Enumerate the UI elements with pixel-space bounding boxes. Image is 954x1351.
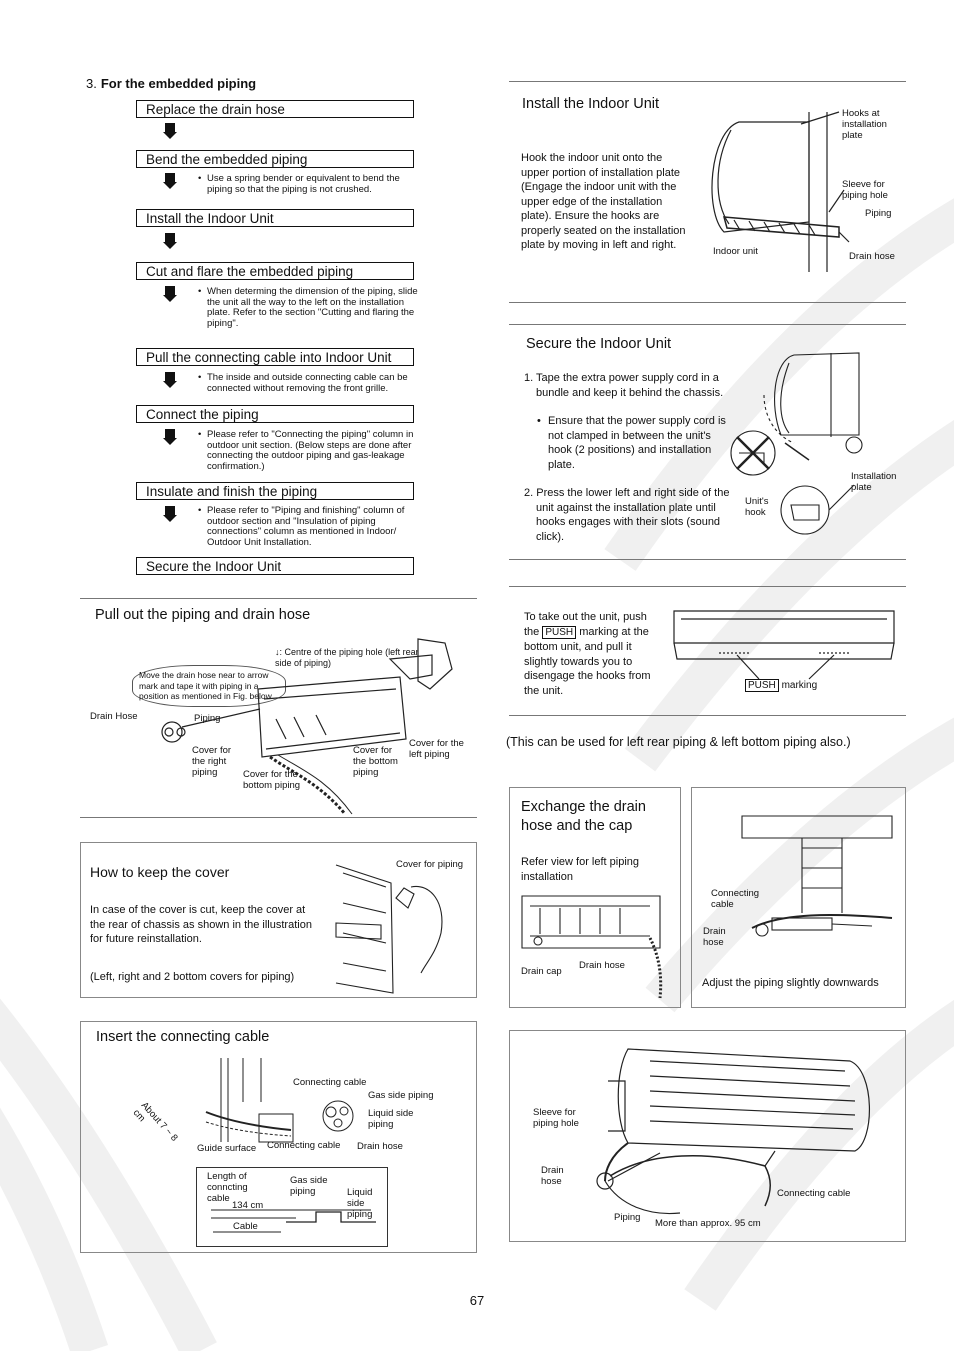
flow-note-insulate: •Please refer to "Piping and finishing" … xyxy=(198,506,420,548)
unit-bottom-illustration xyxy=(509,587,906,717)
keep-cover-panel: How to keep the cover In case of the cov… xyxy=(80,842,477,998)
flow-step-pull: Pull the connecting cable into Indoor Un… xyxy=(136,348,414,366)
flow-step-install: Install the Indoor Unit xyxy=(136,209,414,227)
caption-text: (This can be used for left rear piping &… xyxy=(506,735,851,749)
take-out-panel: To take out the unit, push the PUSH mark… xyxy=(509,586,906,716)
down-arrow-icon xyxy=(163,233,177,249)
flow-step-replace: Replace the drain hose xyxy=(136,100,414,118)
secure-unit-panel: Secure the Indoor Unit 1. Tape the extra… xyxy=(509,324,906,560)
down-arrow-icon xyxy=(163,123,177,139)
down-arrow-icon xyxy=(163,429,177,445)
adjust-illustration xyxy=(692,788,907,1009)
final-illustration xyxy=(510,1031,907,1243)
down-arrow-icon xyxy=(163,173,177,189)
flow-step-connect: Connect the piping xyxy=(136,405,414,423)
page-number: 67 xyxy=(0,1293,954,1308)
section-heading: 3.For the embedded piping xyxy=(86,76,256,91)
down-arrow-icon xyxy=(163,506,177,522)
secure-illustration xyxy=(509,325,906,561)
exchange-illustration xyxy=(510,788,682,1009)
cable-illustration xyxy=(81,1022,478,1254)
flow-note-cut: •When determing the dimension of the pip… xyxy=(198,287,420,329)
flow-note-bend: •Use a spring bender or equivalent to be… xyxy=(198,174,420,195)
flow-step-bend: Bend the embedded piping xyxy=(136,150,414,168)
cover-illustration xyxy=(81,843,478,999)
down-arrow-icon xyxy=(163,286,177,302)
flow-step-cut: Cut and flare the embedded piping xyxy=(136,262,414,280)
flow-note-connect: •Please refer to "Connecting the piping"… xyxy=(198,430,420,472)
pull-out-panel: Pull out the piping and drain hose ↓: Ce… xyxy=(80,598,477,818)
flow-step-insulate: Insulate and finish the piping xyxy=(136,482,414,500)
adjust-panel: Connecting cable Drain hose Adjust the p… xyxy=(691,787,906,1008)
down-arrow-icon xyxy=(163,372,177,388)
flow-step-secure: Secure the Indoor Unit xyxy=(136,557,414,575)
flow-note-pull: •The inside and outside connecting cable… xyxy=(198,373,420,394)
indoor-unit-hook-illustration xyxy=(509,82,906,304)
final-panel: Sleeve for piping hole Drain hose Piping… xyxy=(509,1030,906,1242)
insert-cable-panel: Insert the connecting cable About 7 ~ 8 … xyxy=(80,1021,477,1253)
exchange-panel: Exchange the drain hose and the cap Refe… xyxy=(509,787,681,1008)
unit-back-illustration xyxy=(80,599,477,819)
install-unit-panel: Install the Indoor Unit Hook the indoor … xyxy=(509,81,906,303)
